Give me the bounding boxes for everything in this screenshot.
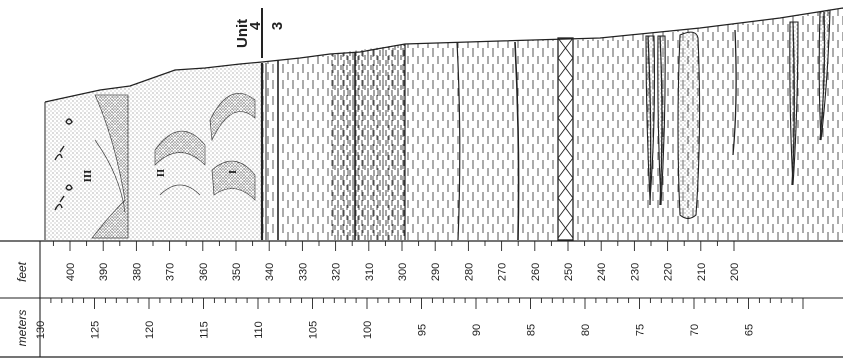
feet-tick-label: 230 [629,263,641,281]
cross-bedding [91,92,256,239]
unit-caption: Unit [234,19,251,48]
meter-tick-label: 120 [144,321,156,339]
meter-tick-label: 70 [689,324,701,336]
meter-tick-label: 105 [308,321,320,339]
feet-tick-label: 400 [65,263,77,281]
meter-tick-label: 100 [362,321,374,339]
meter-tick-label: 115 [199,321,211,339]
meter-tick-label: 110 [253,321,265,339]
feet-tick-label: 330 [297,263,309,281]
feet-tick-label: 240 [596,263,608,281]
meter-tick-labels: 130 125 120 115 110 105 100 95 90 85 80 75 70 65 [35,321,756,339]
feet-tick-label: 310 [364,263,376,281]
feet-tick-labels: 400 390 380 370 360 350 340 330 320 310 300 290 280 2… [65,263,741,281]
meter-tick-label: 90 [471,324,483,336]
meter-tick-label: 80 [580,324,592,336]
feet-tick-label: 370 [165,263,177,281]
feet-tick-label: 290 [430,263,442,281]
feet-tick-label: 250 [563,263,575,281]
meter-tick-label: 125 [90,321,102,339]
subunit-label-iii: III [82,170,94,183]
feet-scale-header: feet [15,261,29,282]
feet-tick-label: 210 [696,263,708,281]
tick-marks [39,241,804,309]
feet-tick-label: 200 [729,263,741,281]
siltstone-band [330,44,405,240]
trace-fossils [54,118,73,211]
meters-scale-header: meters [15,310,29,347]
feet-tick-label: 300 [397,263,409,281]
feet-tick-label: 280 [463,263,475,281]
feet-tick-label: 390 [98,263,110,281]
meter-tick-label: 95 [417,324,429,336]
feet-tick-label: 350 [231,263,243,281]
unit-upper-number: 4 [247,21,264,30]
meter-tick-label: 85 [526,324,538,336]
subunit-label-ii: II [155,169,167,178]
ash-bed [557,37,574,241]
meter-tick-label: 130 [35,321,47,339]
feet-tick-label: 320 [331,263,343,281]
meter-tick-label: 75 [635,324,647,336]
feet-tick-label: 270 [497,263,509,281]
feet-tick-label: 380 [131,263,143,281]
feet-tick-label: 260 [530,263,542,281]
feet-tick-label: 220 [663,263,675,281]
feet-tick-label: 340 [264,263,276,281]
feet-tick-label: 360 [198,263,210,281]
meter-tick-label: 65 [744,324,756,336]
unit-lower-number: 3 [269,22,286,30]
subunit-label-i: I [227,170,239,174]
unit-i-sandstone [205,62,262,240]
surface-profile [44,7,843,103]
sand-lenses [645,9,831,220]
